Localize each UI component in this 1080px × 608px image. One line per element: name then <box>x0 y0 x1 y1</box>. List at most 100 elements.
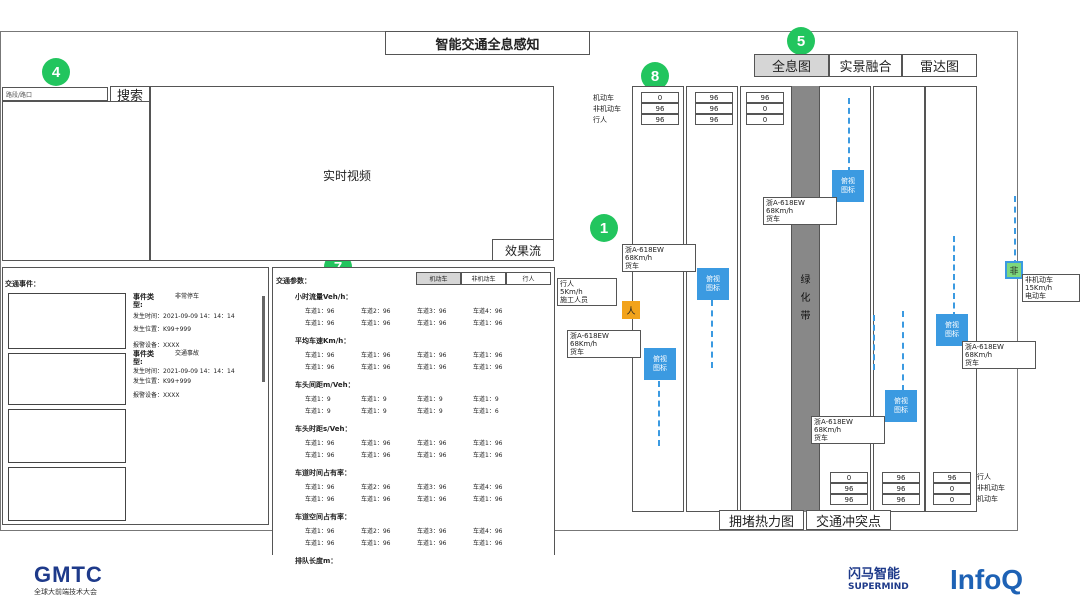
params-cell: 车道1：96 <box>473 540 503 547</box>
event-thumbnail-3[interactable] <box>8 409 126 463</box>
count-cell-bottom: 96 <box>882 483 920 494</box>
marker-4: 4 <box>42 58 70 86</box>
params-cell: 车道3：96 <box>417 484 447 491</box>
marker-5: 5 <box>787 27 815 55</box>
params-cell: 车道1：96 <box>305 496 335 503</box>
event-detail-1: 事件类型:非常停车 发生时间：2021-09-09 14：14：14 发生位置：… <box>133 293 235 349</box>
params-tab-motor[interactable]: 机动车 <box>416 272 461 285</box>
event-thumbnail-1[interactable] <box>8 293 126 349</box>
count-cell-bottom: 0 <box>830 472 868 483</box>
count-cell-bottom: 0 <box>933 494 971 505</box>
lane-1 <box>632 86 684 512</box>
vehicle-icon-2[interactable]: 俯视 图标 <box>697 268 729 300</box>
vehicle-tag-5: 浙A-618EW 68Km/h 货车 <box>962 341 1036 369</box>
tab-congestion-heatmap[interactable]: 拥堵热力图 <box>719 510 804 530</box>
params-cell: 车道1：96 <box>305 440 335 447</box>
params-cell: 车道1：9 <box>417 408 443 415</box>
marker-1: 1 <box>590 214 618 242</box>
params-cell: 车道1：9 <box>473 396 499 403</box>
vehicle-tag-1: 浙A-618EW 68Km/h 货车 <box>622 244 696 272</box>
tab-radar[interactable]: 雷达图 <box>902 54 977 77</box>
road-view: 机动车 非机动车 行人 绿 化 带 行人 非机动车 机动车 俯视 图标 俯视 图… <box>557 78 1080 530</box>
track-4 <box>873 315 875 370</box>
params-section-title: 车头时距s/Veh： <box>295 425 352 433</box>
params-cell: 车道1：9 <box>305 396 331 403</box>
params-heading: 交通参数： <box>276 277 311 285</box>
params-section-title: 平均车速Km/h： <box>295 337 351 345</box>
track-7 <box>1014 196 1016 266</box>
vehicle-tag-3: 浙A-618EW 68Km/h 货车 <box>763 197 837 225</box>
events-heading: 交通事件： <box>5 280 40 288</box>
count-labels-top: 机动车 非机动车 行人 <box>593 94 621 124</box>
params-cell: 车道1：96 <box>417 496 447 503</box>
params-section-title: 车道空间占有率： <box>295 513 351 521</box>
event-thumbnail-2[interactable] <box>8 353 126 405</box>
params-cell: 车道1：96 <box>361 496 391 503</box>
params-cell: 车道1：96 <box>305 484 335 491</box>
count-cell-bottom: 96 <box>830 494 868 505</box>
count-cell-bottom: 96 <box>882 494 920 505</box>
count-cell-top: 0 <box>746 114 784 125</box>
vehicle-icon-4[interactable]: 俯视 图标 <box>885 390 917 422</box>
params-tab-pedestrian[interactable]: 行人 <box>506 272 551 285</box>
params-cell: 车道1：96 <box>417 320 447 327</box>
params-cell: 车道2：96 <box>361 308 391 315</box>
params-cell: 车道1：96 <box>417 352 447 359</box>
lane-5 <box>873 86 925 512</box>
tab-realscene[interactable]: 实景融合 <box>829 54 902 77</box>
count-cell-top: 0 <box>746 103 784 114</box>
median-strip: 绿 化 带 <box>792 86 819 512</box>
tab-conflict-points[interactable]: 交通冲突点 <box>806 510 891 530</box>
vehicle-icon-5[interactable]: 俯视 图标 <box>936 314 968 346</box>
event-thumbnail-4[interactable] <box>8 467 126 521</box>
params-cell: 车道1：9 <box>361 408 387 415</box>
params-tab-nonmotor[interactable]: 非机动车 <box>461 272 506 285</box>
params-cell: 车道1：96 <box>305 320 335 327</box>
search-button[interactable]: 搜索 <box>110 86 150 104</box>
search-input[interactable]: 路段/路口 <box>2 87 108 101</box>
params-cell: 车道1：96 <box>473 452 503 459</box>
params-cell: 车道1：96 <box>417 452 447 459</box>
count-cell-bottom: 96 <box>882 472 920 483</box>
params-cell: 车道1：9 <box>417 396 443 403</box>
track-5 <box>902 311 904 391</box>
count-cell-top: 0 <box>641 92 679 103</box>
video-panel[interactable]: 实时视频 <box>150 86 554 261</box>
vehicle-icon-3[interactable]: 俯视 图标 <box>832 170 864 202</box>
count-cell-bottom: 0 <box>933 483 971 494</box>
gmtc-logo: GMTC 全球大前端技术大会 <box>34 562 103 597</box>
track-1 <box>658 381 660 446</box>
count-cell-top: 96 <box>695 92 733 103</box>
params-section-title: 小时流量Veh/h： <box>295 293 353 301</box>
params-cell: 车道1：96 <box>473 352 503 359</box>
params-cell: 车道1：96 <box>361 352 391 359</box>
params-cell: 车道1：96 <box>473 496 503 503</box>
params-cell: 车道1：9 <box>361 396 387 403</box>
lane-4 <box>819 86 871 512</box>
params-cell: 车道1：96 <box>305 364 335 371</box>
nonmotor-icon[interactable]: 非 <box>1005 261 1023 279</box>
video-label: 实时视频 <box>323 169 372 183</box>
events-scrollbar[interactable] <box>262 296 265 382</box>
count-cell-top: 96 <box>746 92 784 103</box>
params-cell: 车道1：96 <box>473 320 503 327</box>
effect-stream-button[interactable]: 效果流 <box>492 239 554 261</box>
params-section-title: 车道时间占有率： <box>295 469 351 477</box>
count-cell-top: 96 <box>641 103 679 114</box>
params-cell: 车道1：96 <box>305 452 335 459</box>
vehicle-tag-4: 浙A-618EW 68Km/h 货车 <box>811 416 885 444</box>
vehicle-icon-1[interactable]: 俯视 图标 <box>644 348 676 380</box>
page-title: 智能交通全息感知 <box>435 37 540 53</box>
params-cell: 车道1：96 <box>305 528 335 535</box>
params-cell: 车道1：96 <box>417 540 447 547</box>
nonmotor-tag: 非机动车 15Km/h 电动车 <box>1022 274 1080 302</box>
pedestrian-icon[interactable]: 人 <box>622 301 640 319</box>
params-cell: 车道1：96 <box>473 440 503 447</box>
count-cell-bottom: 96 <box>933 472 971 483</box>
tab-holographic[interactable]: 全息图 <box>754 54 829 77</box>
params-panel <box>272 267 555 555</box>
params-cell: 车道2：96 <box>361 484 391 491</box>
params-cell: 车道1：96 <box>417 364 447 371</box>
params-cell: 车道1：96 <box>473 364 503 371</box>
track-6 <box>953 236 955 318</box>
